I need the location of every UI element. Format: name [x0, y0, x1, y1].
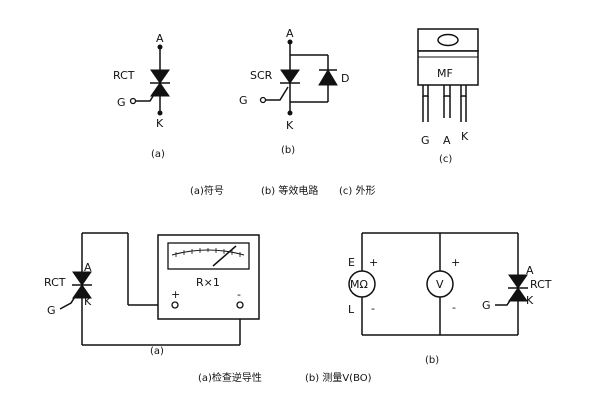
megohmmeter-plus: +: [369, 256, 378, 269]
meter-needle: [212, 245, 237, 267]
caption-vbo: (b) 测量V(BO): [305, 371, 372, 384]
voltmeter-symbol: V: [436, 278, 444, 291]
rct-label: RCT: [44, 276, 66, 289]
pin-g-label: G: [47, 304, 56, 317]
gate-lead: [136, 87, 159, 102]
meter-scale-ticks: [175, 248, 241, 257]
pin-k-label: K: [526, 294, 534, 307]
lead-g-bend: [422, 85, 429, 97]
caption-outline: (c) 外形: [339, 185, 375, 197]
diode-label: D: [341, 72, 349, 85]
plus-sign: +: [171, 288, 180, 301]
pin-k-label: K: [461, 130, 469, 143]
diode-triangle: [318, 69, 338, 86]
caption-c: (c): [439, 154, 452, 165]
pin-k-label: K: [84, 295, 92, 308]
package-marking: MF: [437, 67, 453, 80]
scr-label: SCR: [250, 69, 273, 82]
pin-a-label: A: [286, 27, 294, 40]
terminal-l-label: L: [348, 303, 355, 316]
meter-range-label: R×1: [196, 276, 220, 289]
pin-k-label: K: [156, 117, 164, 130]
vbo-measurement-circuit: MΩ E + L - V + - A RCT K G (b): [348, 232, 552, 366]
minus-sign: -: [237, 288, 241, 301]
thyristor-triangle-forward: [72, 271, 92, 286]
caption-a: (a): [151, 149, 165, 160]
plus-terminal: [171, 301, 179, 309]
lead-k-bend: [460, 85, 467, 97]
thyristor-triangle-forward: [150, 69, 170, 84]
megohmmeter-symbol: MΩ: [350, 278, 368, 291]
reverse-conduction-test: RCT A K G R×1 + - (a): [44, 232, 260, 357]
mounting-hole: [437, 33, 459, 47]
cathode-terminal-dot: [157, 110, 163, 116]
caption-equivalent: (b) 等效电路: [261, 184, 318, 197]
gate-lead: [59, 288, 81, 310]
minus-terminal: [236, 301, 244, 309]
pin-g-label: G: [239, 94, 248, 107]
cathode-terminal-dot: [287, 110, 293, 116]
rct-label: RCT: [113, 69, 135, 82]
pin-a-label: A: [443, 134, 451, 147]
gate-terminal: [259, 96, 267, 104]
gate-terminal: [129, 97, 137, 105]
caption-symbol: (a)符号: [190, 184, 224, 197]
pin-g-label: G: [482, 299, 491, 312]
caption-test-b: (b): [425, 355, 439, 366]
megohmmeter-minus: -: [371, 302, 375, 315]
voltmeter-plus: +: [451, 256, 460, 269]
caption-test-a: (a): [150, 346, 164, 357]
package-outline: MF G A K (c): [417, 28, 479, 165]
rct-symbol: A RCT G K (a): [113, 32, 170, 160]
thyristor-triangle-forward: [508, 274, 528, 289]
pin-a-label: A: [526, 264, 534, 277]
pin-g-label: G: [421, 134, 430, 147]
scr-triangle: [280, 69, 300, 84]
caption-b: (b): [281, 145, 295, 156]
pin-k-label: K: [286, 119, 294, 132]
megohmmeter: [348, 270, 376, 298]
equivalent-circuit: A SCR D G K (b): [239, 27, 349, 156]
pin-a-label: A: [84, 261, 92, 274]
caption-reverse-conduction: (a)检查逆导性: [198, 371, 262, 384]
meter-dial-window: [167, 242, 250, 270]
rct-label: RCT: [530, 278, 552, 291]
gate-lead: [495, 291, 517, 306]
pin-g-label: G: [117, 96, 126, 109]
lead-a-bend: [443, 85, 451, 97]
voltmeter-minus: -: [452, 301, 456, 314]
pin-a-label: A: [156, 32, 164, 45]
voltmeter: [426, 270, 454, 298]
terminal-e-label: E: [348, 256, 355, 269]
gate-lead: [266, 86, 289, 101]
